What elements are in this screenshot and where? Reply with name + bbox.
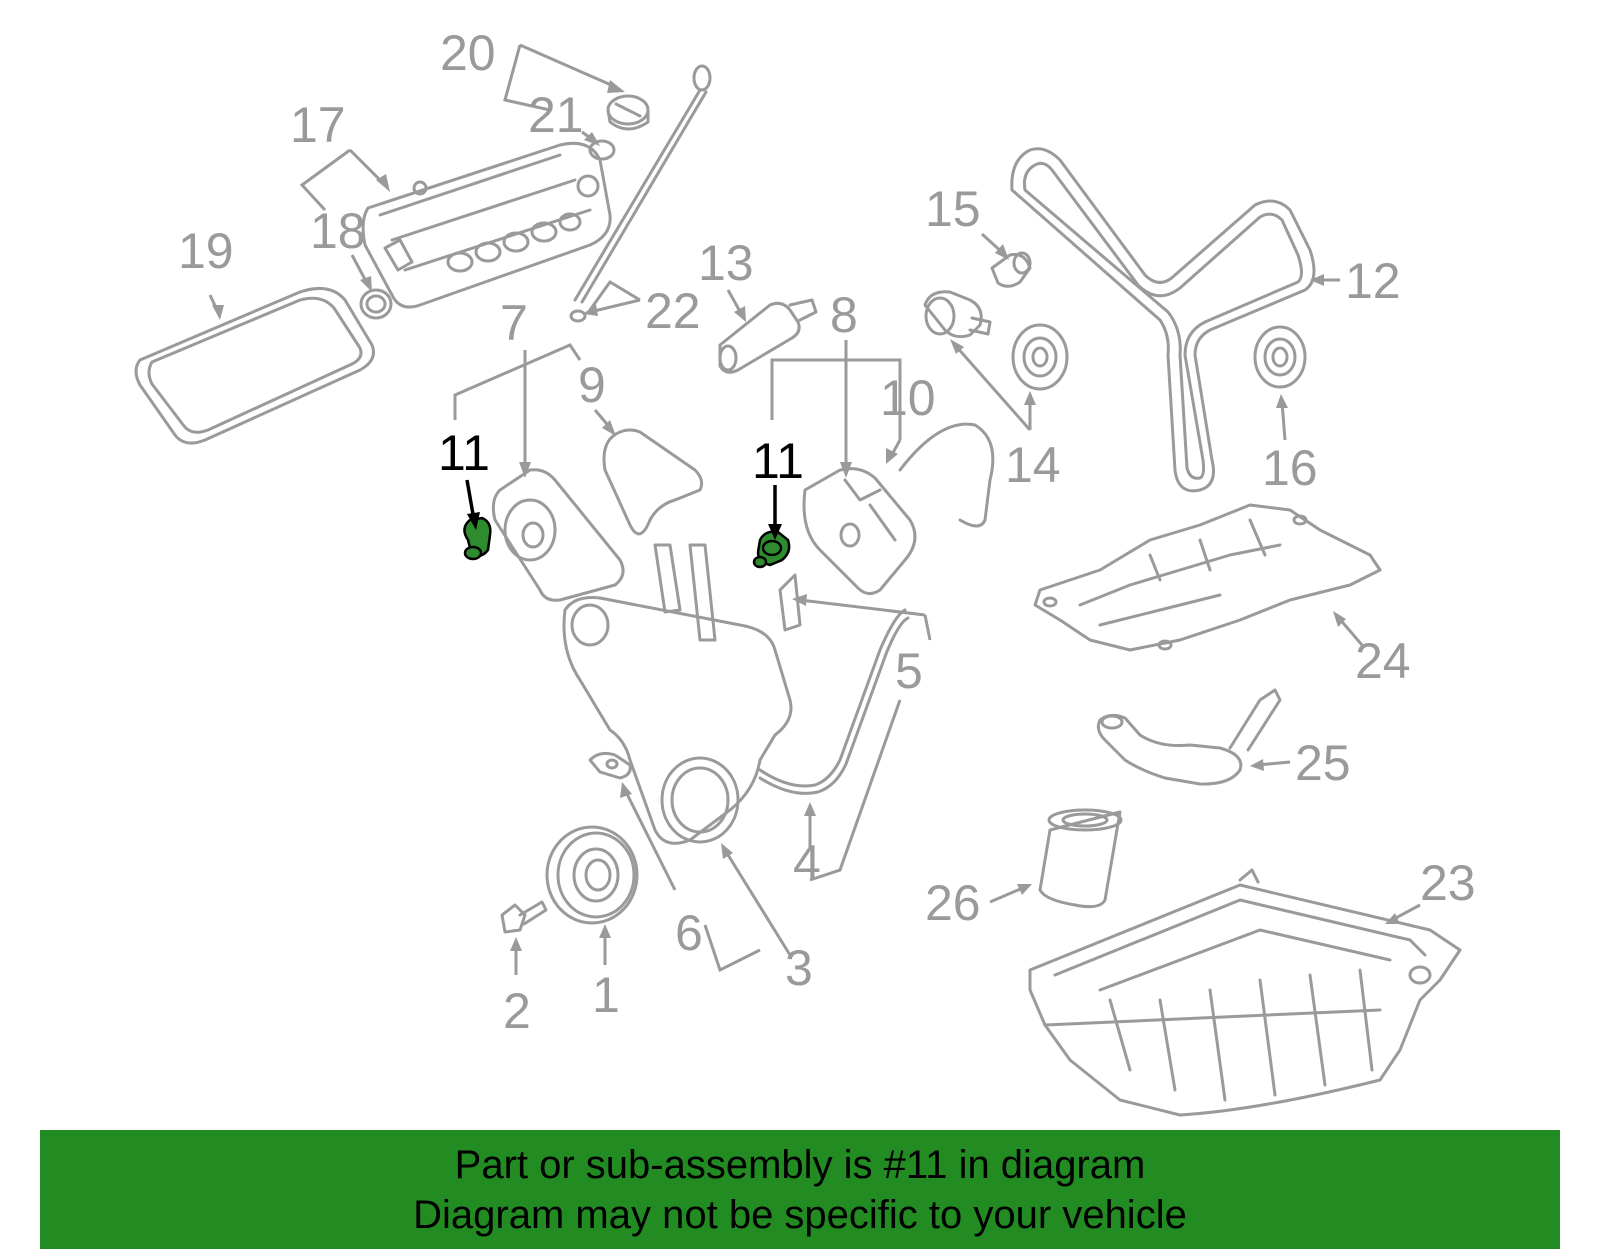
label-22: 22 [645,283,701,339]
label-6: 6 [675,905,703,961]
label-1: 1 [592,967,620,1023]
callout-labels: 20 21 17 18 19 22 13 7 9 8 10 11 11 15 1… [178,25,1476,1039]
label-14: 14 [1005,437,1061,493]
label-12: 12 [1345,253,1401,309]
part-7-timing-cover[interactable] [491,468,625,602]
info-banner: Part or sub-assembly is #11 in diagram D… [40,1130,1560,1249]
part-22-dipstick[interactable] [569,64,712,323]
label-2: 2 [503,983,531,1039]
label-3: 3 [785,940,813,996]
part-20-filler-cap[interactable] [606,94,650,131]
part-15-spacer[interactable] [990,251,1032,288]
label-4: 4 [793,835,821,891]
banner-line-2: Diagram may not be specific to your vehi… [413,1193,1187,1237]
engine-parts-diagram: 20 21 17 18 19 22 13 7 9 8 10 11 11 15 1… [134,25,1476,1117]
part-9-gasket[interactable] [602,428,704,536]
part-8-timing-cover[interactable] [802,467,917,595]
part-17-valve-cover[interactable] [361,141,612,309]
label-13: 13 [698,235,754,291]
part-23-oil-pan[interactable] [1028,868,1462,1117]
part-21-o-ring[interactable] [588,139,616,161]
label-15: 15 [925,181,981,237]
part-26-oil-filter[interactable] [1038,808,1123,909]
label-25: 25 [1295,735,1351,791]
label-21: 21 [528,87,584,143]
label-20: 20 [440,25,496,81]
label-16: 16 [1262,440,1318,496]
label-26: 26 [925,875,981,931]
part-2-bolt[interactable] [500,900,548,934]
part-24-windage-tray[interactable] [1033,503,1382,652]
label-19: 19 [178,223,234,279]
label-23: 23 [1420,855,1476,911]
part-19-gasket[interactable] [134,286,375,445]
part-5-front-cover[interactable] [562,543,802,845]
part-16-idler-pulley[interactable] [1253,325,1307,389]
label-11-right: 11 [752,433,804,489]
part-12-timing-belt[interactable] [1010,147,1316,493]
label-9: 9 [578,357,606,413]
part-25-oil-pickup[interactable] [1096,688,1282,786]
part-11-highlighted-left[interactable] [463,516,492,561]
part-10-gasket[interactable] [898,422,995,528]
part-4-seal[interactable] [758,608,910,795]
part-6-washer[interactable] [588,751,632,780]
part-14-tensioner[interactable] [923,290,1069,391]
banner-line-1: Part or sub-assembly is #11 in diagram [454,1143,1146,1187]
label-7: 7 [500,295,528,351]
label-18: 18 [310,203,366,259]
part-11-highlighted-right[interactable] [752,530,791,569]
part-13-sensor[interactable] [718,298,818,374]
label-10: 10 [880,370,936,426]
label-11-left: 11 [438,425,490,481]
leader-lines [208,43,1421,975]
part-18-seal[interactable] [359,288,393,320]
part-1-crank-pulley[interactable] [545,825,639,925]
label-24: 24 [1355,633,1411,689]
label-17: 17 [290,97,346,153]
highlight-leader-lines [465,479,782,540]
label-5: 5 [895,643,923,699]
label-8: 8 [830,287,858,343]
